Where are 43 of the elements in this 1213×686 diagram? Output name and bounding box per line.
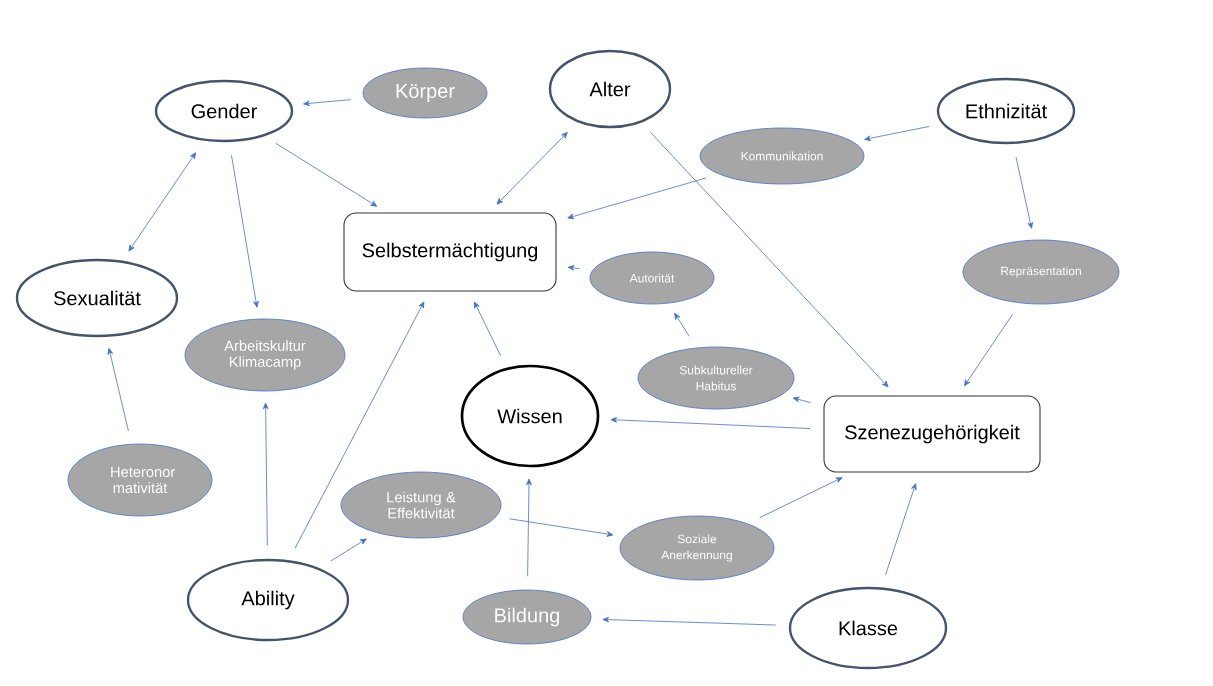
arrow <box>107 347 129 432</box>
arrow <box>474 301 501 357</box>
ellipse-node: Sexualität <box>15 258 179 338</box>
ellipse-node: Arbeitskultur Klimacamp <box>184 318 346 392</box>
ellipse-node: Ethnizität <box>936 77 1076 145</box>
arrow <box>567 177 707 220</box>
arrow <box>792 396 811 403</box>
arrow <box>610 417 811 429</box>
arrow <box>526 478 532 577</box>
arrow <box>759 477 843 519</box>
ellipse-node: Ability <box>186 558 350 642</box>
rounded-box: Szenezugehörigkeit <box>823 395 1041 473</box>
ellipse-node: Subkultureller Habitus <box>637 346 795 410</box>
ellipse-node: Bildung <box>462 589 592 645</box>
arrow <box>294 301 425 549</box>
ellipse-node: Soziale Anerkennung <box>619 515 775 581</box>
arrow <box>275 142 378 207</box>
ellipse-node: Autorität <box>589 251 715 305</box>
arrow <box>964 313 1013 387</box>
ellipse-node: Körper <box>362 67 488 119</box>
ellipse-node: Leistung & Effektivität <box>340 471 502 539</box>
rounded-box: Selbstermächtigung <box>343 212 557 292</box>
arrow <box>509 518 614 537</box>
arrow <box>864 126 930 142</box>
arrow <box>567 265 580 271</box>
arrow <box>602 616 777 626</box>
arrow <box>1015 156 1034 229</box>
arrow <box>650 132 889 388</box>
arrow <box>303 99 352 107</box>
arrow <box>496 132 568 205</box>
arrow <box>330 538 367 562</box>
arrow <box>231 154 259 308</box>
ellipse-node: Gender <box>154 79 294 143</box>
arrow <box>262 402 269 546</box>
ellipse-node: Klasse <box>788 586 948 670</box>
ellipse-node: Heteronor mativität <box>67 443 213 517</box>
arrow <box>885 483 917 576</box>
arrow <box>128 152 197 252</box>
ellipse-node: Kommunikation <box>699 127 865 185</box>
ellipse-node: Repräsentation <box>962 239 1120 305</box>
ellipse-node: Wissen <box>460 364 600 468</box>
arrow <box>674 312 690 337</box>
ellipse-node: Alter <box>548 49 672 129</box>
